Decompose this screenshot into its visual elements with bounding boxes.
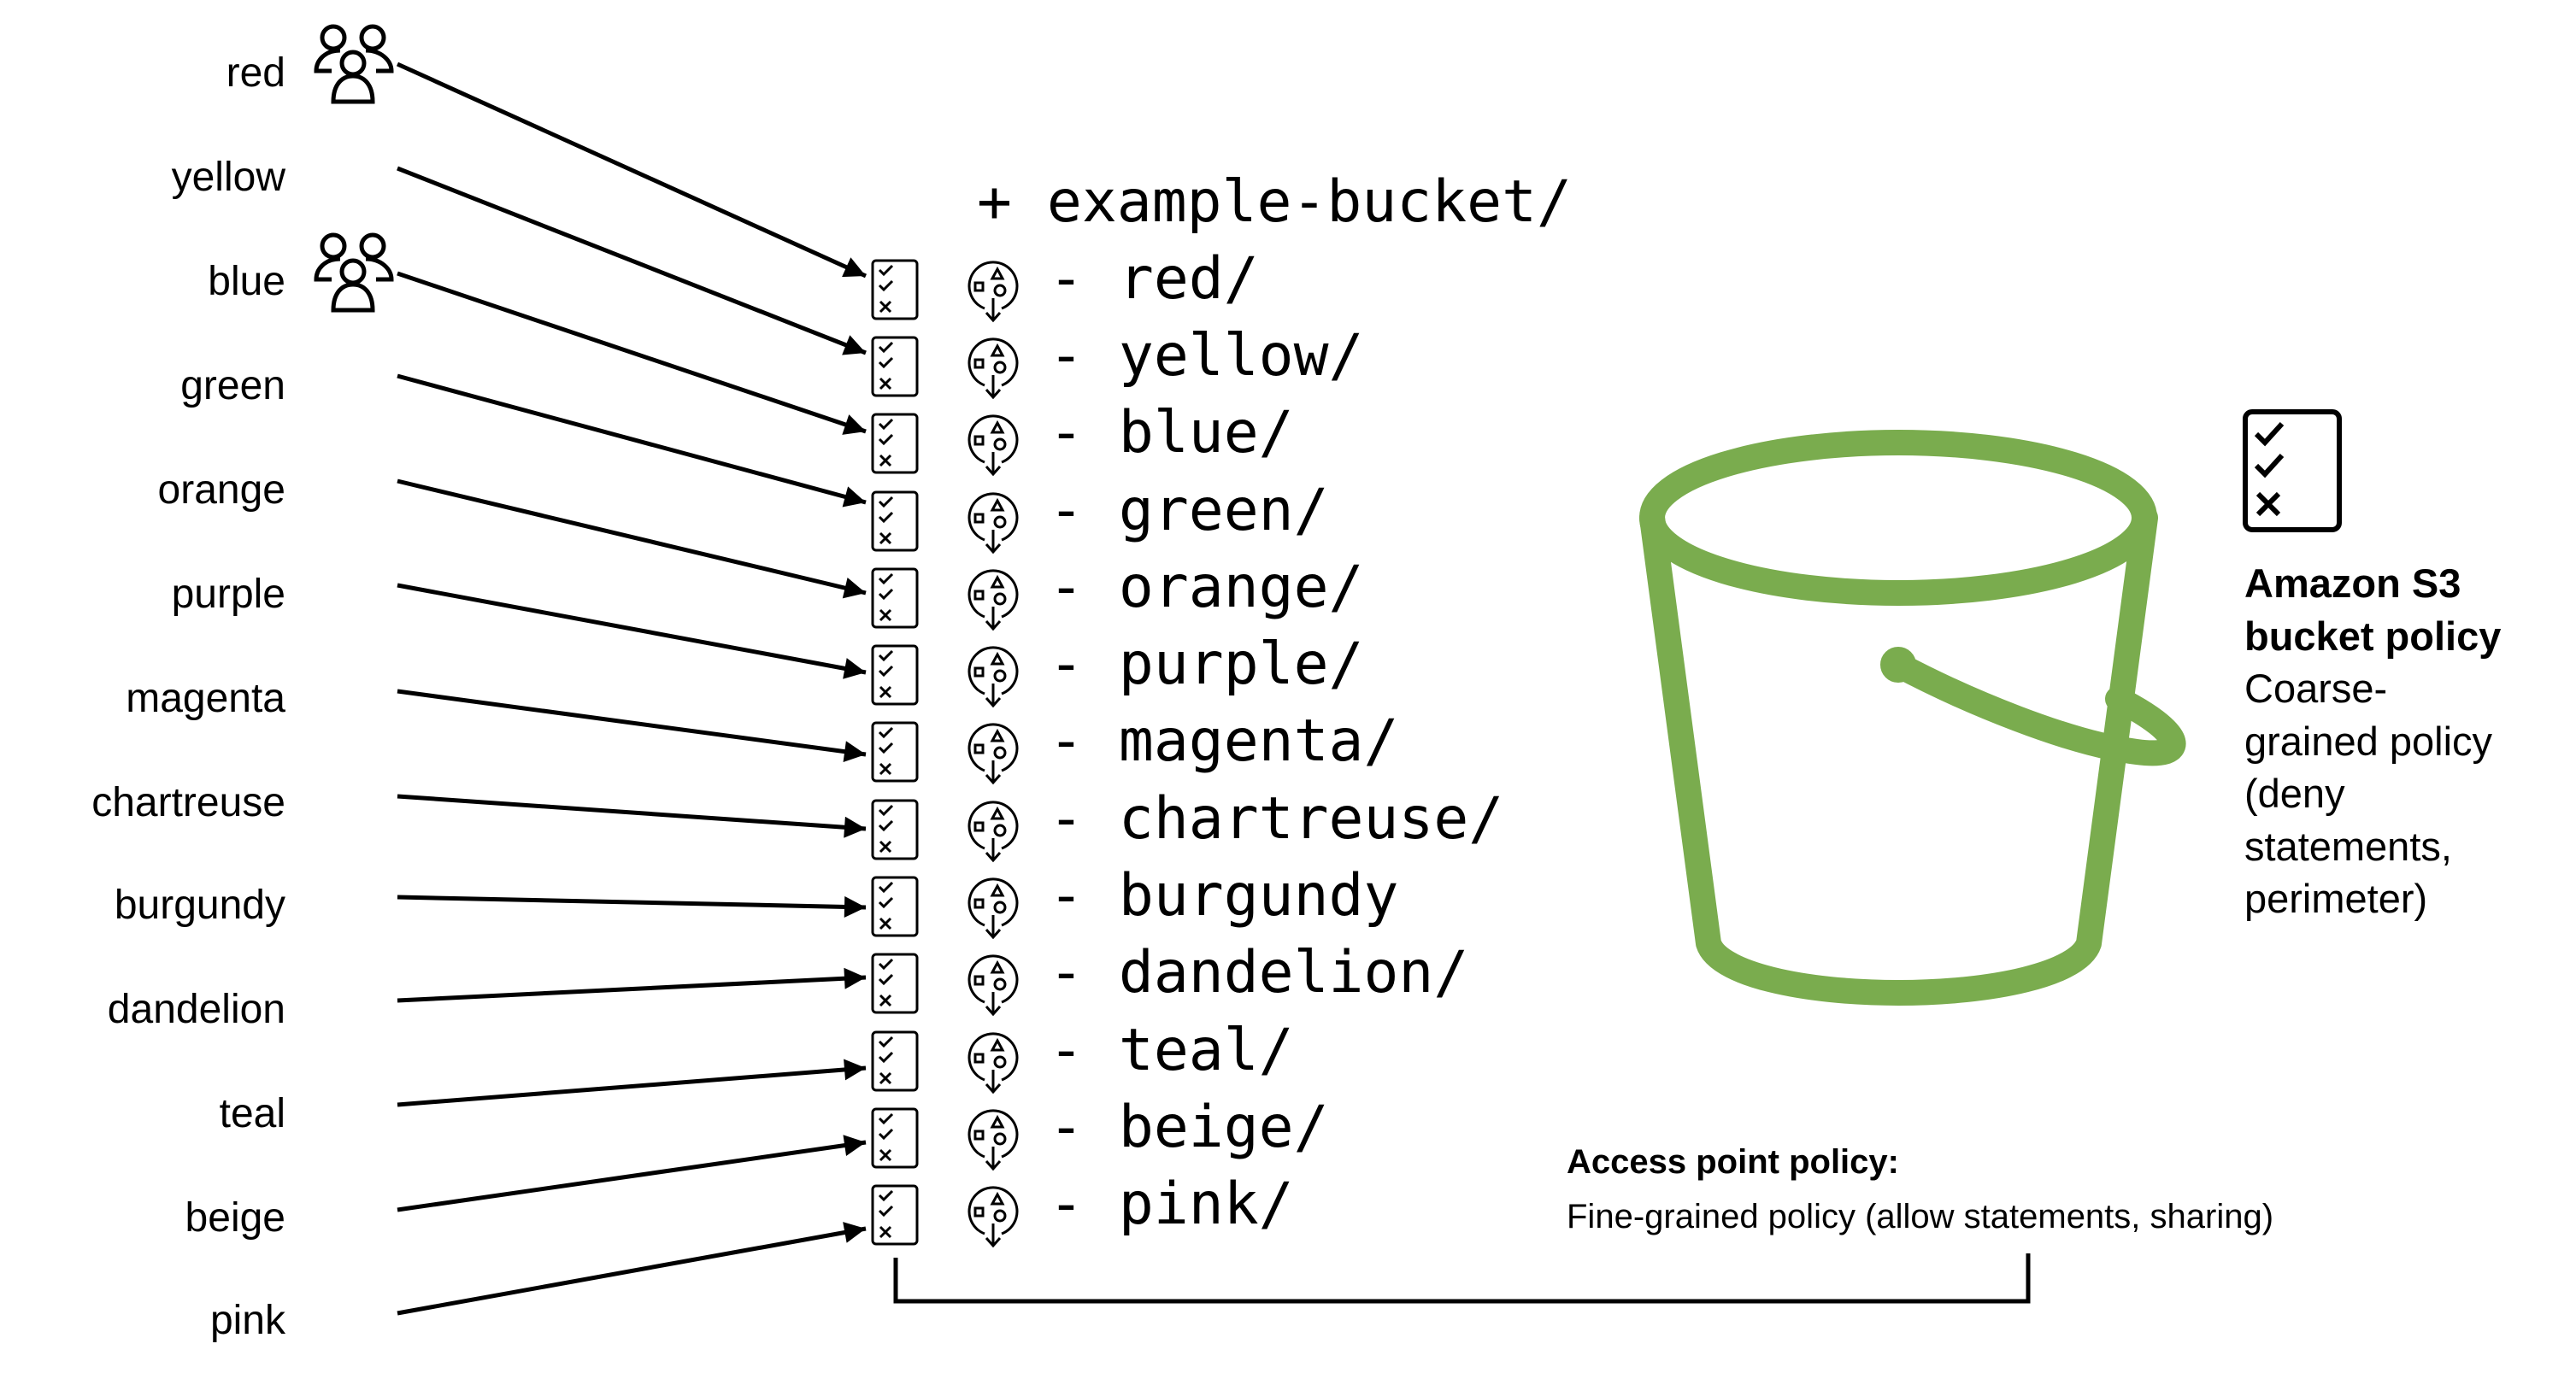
policy-checklist-icon xyxy=(871,644,919,706)
policy-checklist-icon xyxy=(871,953,919,1014)
access-point-icon xyxy=(967,492,1019,554)
arrow-red xyxy=(396,62,867,279)
prefix-label-purple: purple xyxy=(171,572,285,617)
folder-blue: - blue/ xyxy=(1049,399,1294,467)
users-group-icon-blue xyxy=(316,235,391,310)
bucket-policy-desc-line: Coarse- xyxy=(2244,666,2388,711)
arrow-yellow xyxy=(397,166,867,355)
bucket-policy-checklist-icon xyxy=(2243,409,2342,532)
policy-checklist-icon xyxy=(871,567,919,629)
access-point-icon xyxy=(967,877,1019,939)
access-point-policy-title: Access point policy: xyxy=(1567,1143,1899,1181)
policy-checklist-icon xyxy=(871,1107,919,1169)
users-group-icon-red xyxy=(316,26,391,102)
access-point-icon xyxy=(967,414,1019,476)
prefix-label-dandelion: dandelion xyxy=(107,987,285,1032)
access-point-icon xyxy=(967,1186,1019,1247)
prefix-label-pink: pink xyxy=(209,1298,285,1343)
folder-burgundy: - burgundy xyxy=(1049,862,1399,930)
folder-chartreuse: - chartreuse/ xyxy=(1049,785,1504,853)
bucket-policy-desc-line: statements, xyxy=(2244,823,2452,869)
s3-bucket-icon xyxy=(1639,430,2186,1006)
access-point-icon xyxy=(967,801,1019,862)
policy-checklist-icon xyxy=(871,336,919,397)
policy-checklist-icon xyxy=(871,1030,919,1092)
bucket-policy-desc-line: grained policy xyxy=(2244,718,2493,764)
folder-purple: - purple/ xyxy=(1049,631,1364,698)
arrow-chartreuse xyxy=(397,794,867,838)
access-point-icon xyxy=(967,569,1019,631)
prefix-label-chartreuse: chartreuse xyxy=(91,780,285,825)
prefix-label-red: red xyxy=(226,50,285,96)
bucket-policy-title-line2: bucket policy xyxy=(2244,613,2502,659)
arrow-green xyxy=(397,373,867,508)
folder-teal: - teal/ xyxy=(1049,1017,1294,1084)
access-point-icon xyxy=(967,646,1019,707)
policy-checklist-icon xyxy=(871,799,919,860)
prefix-label-teal: teal xyxy=(219,1091,285,1136)
access-point-icon xyxy=(967,261,1019,322)
access-point-icon xyxy=(967,1032,1019,1094)
arrow-beige xyxy=(397,1135,867,1212)
folder-red: - red/ xyxy=(1049,245,1259,313)
policy-checklist-icon xyxy=(871,721,919,783)
policy-checklist-icon xyxy=(871,876,919,937)
access-point-bracket xyxy=(893,1253,2031,1304)
prefix-label-magenta: magenta xyxy=(126,676,285,721)
arrow-pink xyxy=(397,1222,867,1316)
access-point-icon xyxy=(967,337,1019,399)
folder-pink: - pink/ xyxy=(1049,1171,1294,1238)
prefix-label-beige: beige xyxy=(185,1195,285,1241)
arrows xyxy=(396,62,867,1316)
arrow-blue xyxy=(397,271,867,435)
bucket-policy-desc-line: perimeter) xyxy=(2244,876,2428,921)
access-point-policy-description: Fine-grained policy (allow statements, s… xyxy=(1567,1198,2274,1235)
arrow-magenta xyxy=(397,689,867,763)
folder-yellow: - yellow/ xyxy=(1049,322,1364,390)
access-point-icon xyxy=(967,723,1019,784)
policy-checklist-icon xyxy=(871,1184,919,1246)
folder-green: - green/ xyxy=(1049,477,1329,544)
prefix-label-yellow: yellow xyxy=(171,155,285,200)
access-point-icon xyxy=(967,1109,1019,1171)
row-icons xyxy=(871,259,1019,1247)
folder-orange: - orange/ xyxy=(1049,554,1364,621)
arrow-purple xyxy=(397,583,867,679)
policy-checklist-icon xyxy=(871,413,919,474)
folder-beige: - beige/ xyxy=(1049,1094,1329,1161)
bucket-policy-title-line1: Amazon S3 xyxy=(2244,560,2461,606)
policy-checklist-icon xyxy=(871,490,919,552)
arrow-dandelion xyxy=(397,967,867,1003)
folder-dandelion: - dandelion/ xyxy=(1049,939,1469,1006)
bucket-policy-title: Amazon S3 bucket policy xyxy=(2244,557,2569,663)
folder-magenta: - magenta/ xyxy=(1049,707,1399,775)
bucket-policy-description: Coarse- grained policy (deny statements,… xyxy=(2244,662,2569,925)
bucket-policy-desc-line: (deny xyxy=(2244,771,2345,816)
arrow-teal xyxy=(397,1059,867,1107)
policy-checklist-icon xyxy=(871,259,919,320)
prefix-label-blue: blue xyxy=(208,259,285,304)
arrow-orange xyxy=(397,478,867,599)
prefix-label-burgundy: burgundy xyxy=(114,883,285,928)
prefix-label-orange: orange xyxy=(157,467,285,513)
arrow-burgundy xyxy=(397,895,867,918)
access-point-icon xyxy=(967,954,1019,1016)
bucket-header: + example-bucket/ xyxy=(977,168,1572,236)
prefix-label-green: green xyxy=(180,363,285,408)
